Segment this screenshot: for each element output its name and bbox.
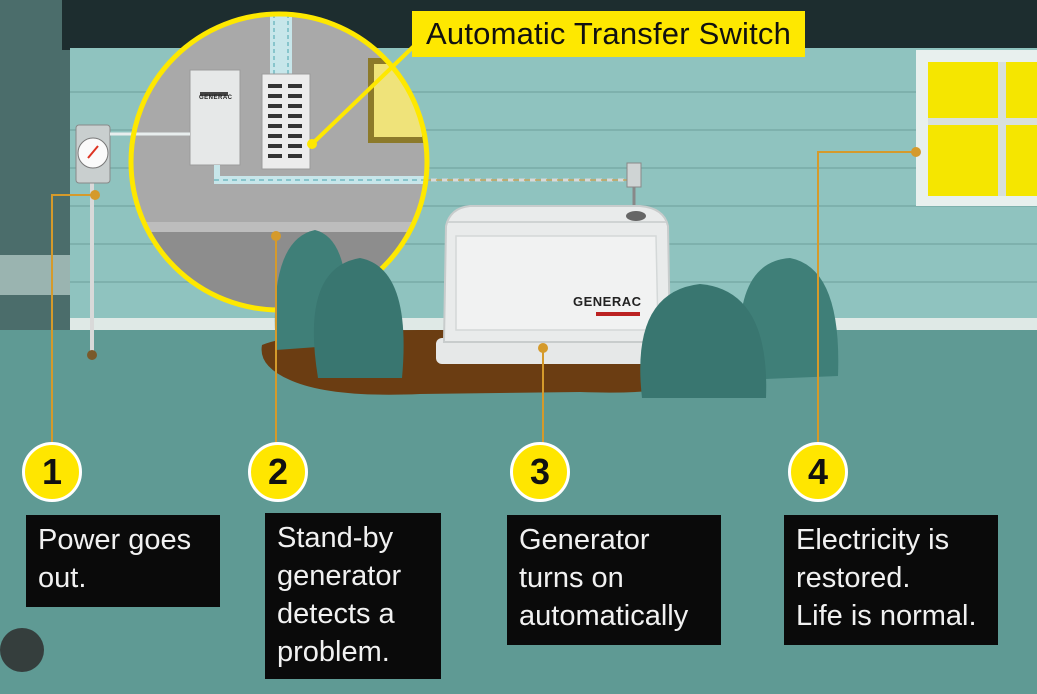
junction-box xyxy=(626,162,642,188)
step-3-badge: 3 xyxy=(510,442,570,502)
shrubs-right xyxy=(640,258,839,398)
generator-brand: GENERAC xyxy=(573,294,642,309)
step-4-badge: 4 xyxy=(788,442,848,502)
electric-meter xyxy=(75,124,111,360)
panel-brand: GENERAC xyxy=(199,95,233,101)
step-1-badge: 1 xyxy=(22,442,82,502)
window xyxy=(916,50,1037,206)
step-2-text: Stand-by generator detects a problem. xyxy=(265,513,441,679)
transfer-switch-callout: Automatic Transfer Switch xyxy=(412,11,806,57)
walkway xyxy=(0,255,70,295)
step-2-badge: 2 xyxy=(248,442,308,502)
step-3-text: Generator turns on automatically xyxy=(507,515,721,645)
step-4-text: Electricity is restored. Life is normal. xyxy=(784,515,998,645)
shrubs-left xyxy=(274,230,404,378)
lens-icon[interactable] xyxy=(0,628,44,672)
step-1-text: Power goes out. xyxy=(26,515,220,607)
callout-pointer xyxy=(310,44,416,146)
generator-unit xyxy=(436,205,674,364)
leader-lines xyxy=(51,151,916,447)
